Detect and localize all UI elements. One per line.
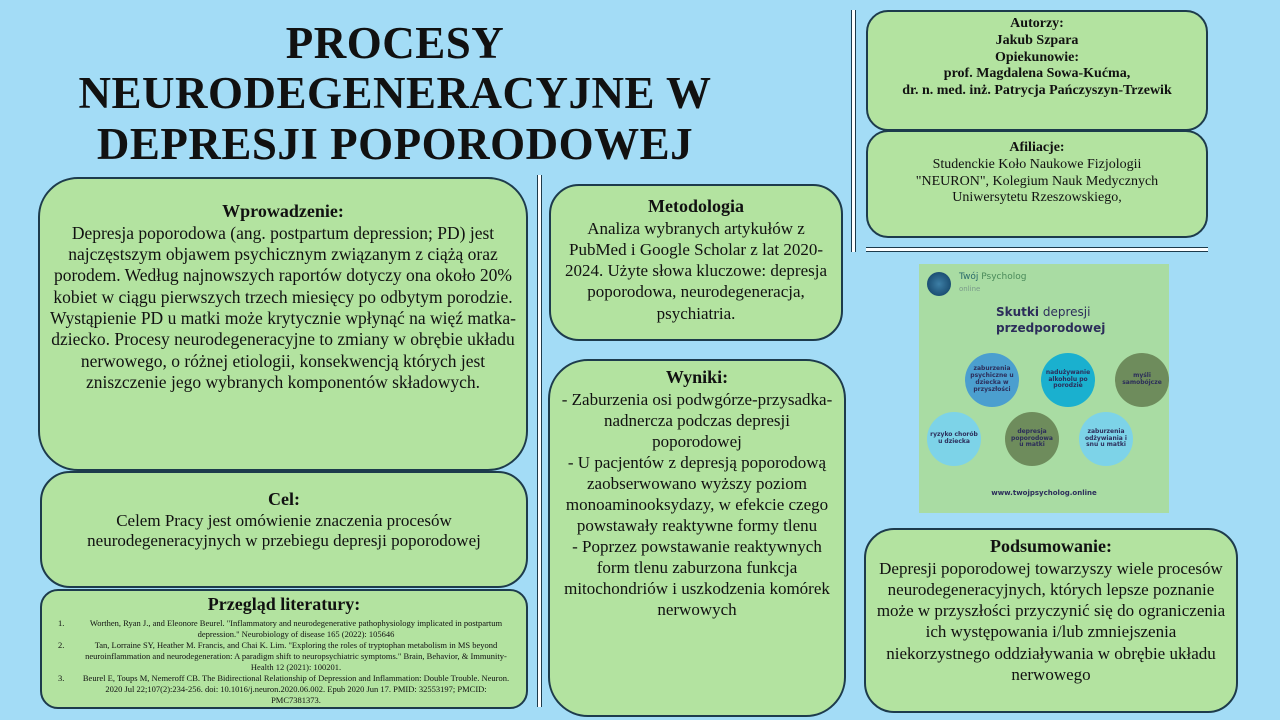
effect-circle: nadużywanie alkoholu po porodzie: [1041, 353, 1095, 407]
effect-circle: depresja poporodowa u matki: [1005, 412, 1059, 466]
methods-section: Metodologia Analiza wybranych artykułów …: [549, 184, 843, 341]
affiliation-heading: Afiliacje:: [1009, 140, 1065, 155]
infographic-image: Twój Psycholog online Skutki depresji pr…: [919, 264, 1169, 513]
summary-section: Podsumowanie: Depresji poporodowej towar…: [864, 528, 1238, 713]
goal-heading: Cel:: [268, 489, 300, 509]
brand-text: Psycholog: [981, 272, 1027, 282]
intro-heading: Wprowadzenie:: [222, 201, 344, 221]
brand-subtext: online: [959, 285, 981, 293]
literature-heading: Przegląd literatury:: [207, 594, 361, 614]
effect-circle: zaburzenia odżywiania i snu u matki: [1079, 412, 1133, 466]
infographic-title: Skutki: [996, 305, 1039, 319]
brand-text: Twój: [959, 272, 979, 282]
reference-item: 3.Beurel E, Toups M, Nemeroff CB. The Bi…: [58, 672, 510, 705]
goal-text: Celem Pracy jest omówienie znaczenia pro…: [87, 510, 481, 550]
affiliation-text: Studenckie Koło Naukowe Fizjologii "NEUR…: [915, 156, 1159, 206]
divider: [866, 247, 1208, 252]
methods-heading: Metodologia: [648, 196, 744, 216]
intro-text: Depresja poporodowa (ang. postpartum dep…: [50, 222, 516, 392]
results-text: - Zaburzenia osi podwgórze-przysadka-nad…: [561, 389, 833, 620]
results-section: Wyniki: - Zaburzenia osi podwgórze-przys…: [548, 359, 846, 717]
supervisor-1: prof. Magdalena Sowa-Kućma,: [943, 66, 1131, 82]
effect-circle: myśli samobójcze: [1115, 353, 1169, 407]
poster-title: PROCESY NEURODEGENERACYJNE W DEPRESJI PO…: [78, 18, 712, 169]
methods-text: Analiza wybranych artykułów z PubMed i G…: [565, 218, 827, 323]
summary-heading: Podsumowanie:: [989, 536, 1112, 556]
intro-section: Wprowadzenie: Depresja poporodowa (ang. …: [38, 177, 528, 471]
literature-section: Przegląd literatury: 1.Worthen, Ryan J.,…: [40, 589, 528, 709]
brand-logo-icon: [927, 272, 951, 296]
infographic-url: www.twojpsycholog.online: [991, 489, 1097, 497]
affiliation-section: Afiliacje: Studenckie Koło Naukowe Fizjo…: [866, 130, 1208, 238]
divider: [851, 10, 856, 252]
divider: [537, 175, 542, 707]
author-name: Jakub Szpara: [995, 32, 1079, 48]
effect-circle: zaburzenia psychiczne u dziecka w przysz…: [965, 353, 1019, 407]
supervisor-2: dr. n. med. inż. Patrycja Pańczyszyn-Trz…: [902, 83, 1172, 99]
results-heading: Wyniki:: [665, 367, 729, 387]
summary-text: Depresji poporodowej towarzyszy wiele pr…: [876, 558, 1226, 684]
reference-item: 2.Tan, Lorraine SY, Heather M. Francis, …: [58, 639, 507, 672]
infographic-title: przedporodowej: [996, 321, 1106, 336]
goal-section: Cel: Celem Pracy jest omówienie znaczeni…: [40, 471, 528, 588]
authors-section: Autorzy: Jakub Szpara Opiekunowie: prof.…: [866, 10, 1208, 131]
reference-item: 1.Worthen, Ryan J., and Eleonore Beurel.…: [58, 617, 503, 639]
authors-label: Autorzy:: [1010, 16, 1064, 31]
effect-circle: ryzyko chorób u dziecka: [927, 412, 981, 466]
supervisors-label: Opiekunowie:: [994, 49, 1079, 65]
infographic-title: depresji: [1042, 305, 1091, 319]
